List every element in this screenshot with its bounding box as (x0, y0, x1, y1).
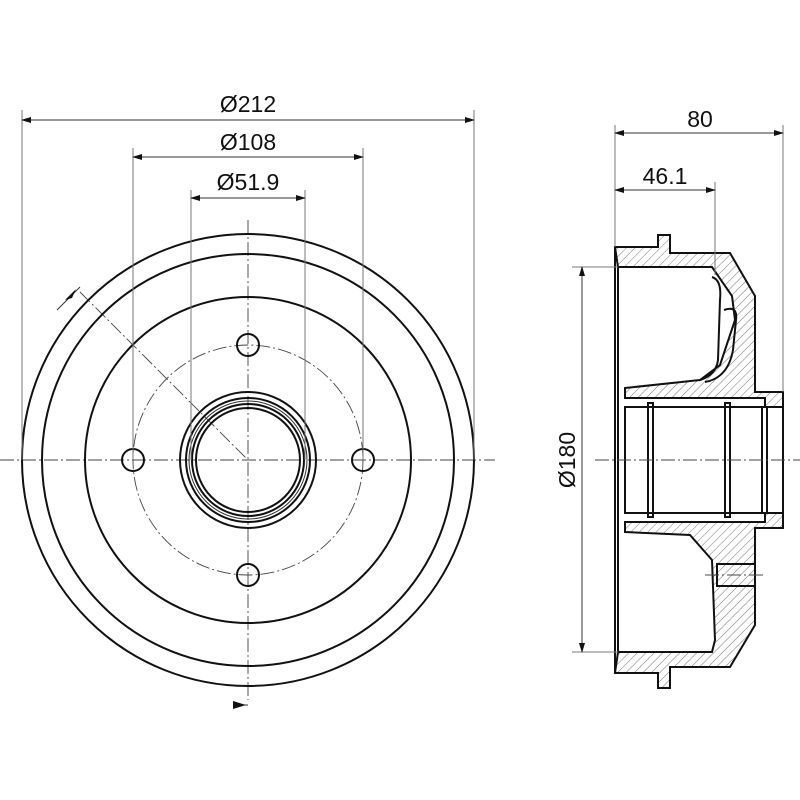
shoe-profile (704, 307, 738, 383)
front-view: Ø212 Ø108 Ø51.9 (0, 91, 495, 709)
dim-center-bore: Ø51.9 (217, 169, 280, 195)
inner-lip (699, 276, 722, 381)
bolt-hole-bottom (236, 563, 260, 587)
center-bore-circle (195, 407, 301, 513)
side-section-view: 80 46.1 Ø180 (554, 106, 800, 689)
dim-braking-diameter: Ø180 (554, 432, 580, 488)
section-arrow-icon (65, 289, 76, 300)
hub-bore-circle (191, 403, 305, 517)
hub-circle (185, 397, 311, 523)
dim-total-height: 80 (687, 106, 713, 132)
section-bottom (613, 512, 784, 689)
diagonal-centerline (79, 291, 249, 461)
section-top (613, 234, 784, 408)
bolt-hole-top (236, 333, 260, 357)
hub-outer-circle (179, 391, 317, 529)
hub-inner-ring (188, 400, 308, 520)
dim-bolt-circle: Ø108 (220, 129, 276, 155)
drum-face-circle (84, 296, 412, 624)
dim-offset: 46.1 (643, 163, 688, 189)
dim-outer-diameter: Ø212 (220, 91, 276, 117)
marker-arrow-icon (233, 701, 246, 709)
braking-surface-circle (41, 253, 455, 667)
